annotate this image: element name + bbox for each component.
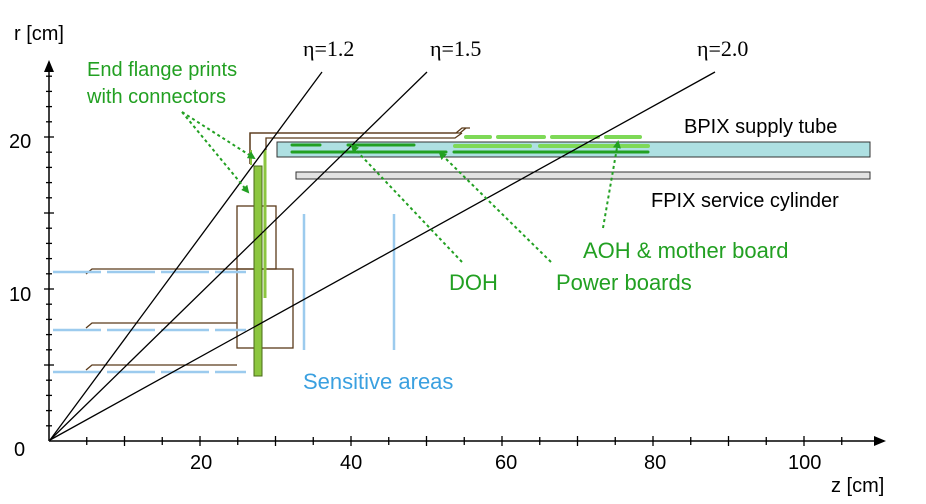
origin-tick-label: 0 [14, 439, 25, 461]
y-tick-label-20: 20 [9, 131, 31, 153]
power-boards-label: Power boards [556, 270, 692, 295]
eta-line-1-5 [49, 71, 428, 441]
callout-arrows [181, 111, 621, 263]
x-tick-label-100: 100 [788, 452, 821, 474]
eta-lines [49, 71, 716, 441]
x-axis-label: z [cm] [831, 475, 884, 497]
x-tick-label-80: 80 [644, 452, 666, 474]
y-axis-ticks [44, 75, 54, 427]
sensitive-areas-lines [53, 214, 396, 374]
sensitive-areas-label: Sensitive areas [303, 369, 453, 394]
eta-line-2-0 [49, 71, 716, 441]
end-flange-label-line2: with connectors [86, 86, 226, 108]
aoh-mother-board-strips [453, 135, 650, 148]
flange-board-left [253, 165, 263, 377]
arrow-flange-1 [181, 111, 250, 194]
aoh-mother-board-label: AOH & mother board [583, 238, 788, 263]
arrow-power-boards [438, 151, 552, 263]
y-tick-label-10: 10 [9, 284, 31, 306]
arrow-flange-2 [181, 111, 256, 160]
bpix-supply-tube-label: BPIX supply tube [684, 116, 837, 138]
arrow-aoh [602, 140, 621, 229]
x-tick-label-40: 40 [340, 452, 362, 474]
doh-and-power-board-strips [290, 143, 650, 154]
x-axis-ticks [86, 436, 843, 446]
fpix-service-cylinder-label: FPIX service cylinder [651, 190, 839, 212]
eta-label-2-0: η=2.0 [697, 36, 748, 61]
eta-label-1-5: η=1.5 [430, 36, 481, 61]
eta-label-1-2: η=1.2 [303, 36, 354, 61]
end-flange-label-line1: End flange prints [87, 59, 237, 81]
end-flange-structure [85, 127, 470, 371]
eta-line-1-2 [49, 71, 323, 441]
x-tick-label-20: 20 [190, 452, 212, 474]
y-axis-label: r [cm] [14, 23, 64, 45]
x-tick-label-60: 60 [495, 452, 517, 474]
arrow-doh [350, 144, 463, 263]
fpix-service-cylinder [295, 171, 871, 180]
doh-label: DOH [449, 270, 498, 295]
